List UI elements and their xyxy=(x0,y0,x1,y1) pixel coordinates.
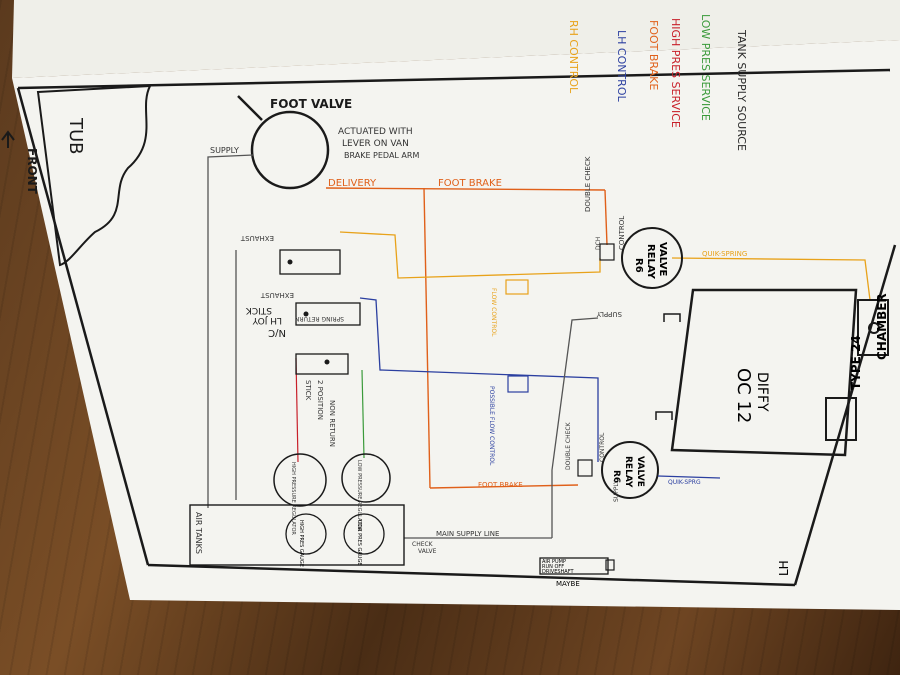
double-check-top-2: DCH xyxy=(595,237,602,250)
tank-gauge-1-label: HIGH PRES GAUGE xyxy=(298,520,304,567)
foot-brake-bottom-label: FOOT BRAKE xyxy=(478,481,523,489)
tub-label: TUB xyxy=(65,117,86,155)
supply-line-gray xyxy=(207,154,254,508)
legend-low-pres: LOW PRES SERVICE xyxy=(699,14,712,121)
maybe-label: MAYBE xyxy=(556,580,580,588)
diffy-label-1: OC 12 xyxy=(733,368,754,423)
air-pump-3: DRIVESHAFT xyxy=(542,569,575,575)
diffy-housing xyxy=(670,288,858,457)
nc-joy-2: LH JOY xyxy=(252,315,282,325)
legend-tank-supply: TANK SUPPLY SOURCE xyxy=(735,29,748,151)
front-label: FRONT xyxy=(25,148,39,195)
tank-gauge-2-label: LOW PRES GAUGE xyxy=(356,520,362,565)
actuated-line-2: LEVER ON VAN xyxy=(342,139,409,149)
regulator-2-label: LOW PRESSURE REGULATOR xyxy=(356,460,362,532)
foot-brake-lines xyxy=(325,187,608,489)
double-check-bottom-valve xyxy=(577,459,593,477)
air-tanks-box xyxy=(189,504,405,566)
brake-chamber-top xyxy=(857,299,889,356)
regulator-1-label: HIGH PRESSURE REGULATOR xyxy=(290,462,296,535)
color-legend: RH CONTROL LH CONTROL FOOT BRAKE HIGH PR… xyxy=(567,14,748,151)
relay-valve-top xyxy=(621,227,683,289)
lh-label: LH xyxy=(777,560,791,576)
tank-gauge-1 xyxy=(285,513,327,555)
low-pressure-line xyxy=(361,369,365,459)
relay-top-2: RELAY xyxy=(645,244,656,280)
paper-top-strip xyxy=(12,0,900,78)
type24-label: TYPE 24 xyxy=(849,335,863,390)
delivery-label: DELIVERY xyxy=(328,178,377,189)
tub-outline xyxy=(36,84,152,267)
air-pump-box xyxy=(539,557,609,575)
supply-top-label: SUPPLY xyxy=(210,146,239,155)
double-check-bot-label: DOUBLE CHECK xyxy=(565,421,572,470)
nc-joy-1: N/C xyxy=(268,327,286,338)
main-supply-label: MAIN SUPPLY LINE xyxy=(436,530,499,538)
non-return-2: 2 POSITION xyxy=(316,380,324,420)
valve-exhaust-1 xyxy=(279,249,341,275)
lh-control-lines xyxy=(359,297,599,462)
paper-sheet xyxy=(12,40,900,610)
legend-foot-brake: FOOT BRAKE xyxy=(647,20,660,90)
flow-control-lh-label: POSSIBLE FLOW CONTROL xyxy=(488,386,495,466)
actuated-line-3: BRAKE PEDAL ARM xyxy=(344,151,419,160)
relay-bot-3: VALVE xyxy=(635,456,645,487)
diagram-border xyxy=(16,68,897,587)
double-check-top-valve xyxy=(599,243,615,261)
actuated-line-1: ACTUATED WITH xyxy=(338,127,413,137)
legend-lh-control: LH CONTROL xyxy=(615,30,628,102)
relay-top-1: R6 xyxy=(633,258,644,273)
exhaust-1-label: EXHAUST xyxy=(240,234,274,242)
non-return-3: STICK xyxy=(304,380,312,401)
brake-chamber-bottom xyxy=(825,397,857,441)
foot-valve-lever xyxy=(237,95,263,121)
double-check-top-1: DOUBLE CHECK xyxy=(584,156,592,212)
flow-control-lh-box xyxy=(507,375,529,393)
relay-top-3: VALVE xyxy=(657,242,668,277)
main-supply-line-path xyxy=(404,317,599,539)
air-pump-nub xyxy=(605,559,615,571)
rh-control-lines xyxy=(339,231,871,301)
valve-non-return xyxy=(295,353,349,375)
non-return-1: NON RETURN xyxy=(328,400,336,447)
quick-spring-bottom-line xyxy=(657,475,721,479)
diffy-label-2: DIFFY xyxy=(754,372,770,412)
air-tanks-label: AIR TANKS xyxy=(194,512,203,554)
check-valve-2: VALVE xyxy=(418,548,437,555)
nc-joy-3: STICK xyxy=(245,305,272,315)
spring-return-label: SPRING RETURN xyxy=(295,315,344,322)
relay-valve-bottom xyxy=(601,441,659,499)
legend-rh-control: RH CONTROL xyxy=(567,20,580,94)
legend-high-pres: HIGH PRES SERVICE xyxy=(669,18,682,128)
low-pressure-regulator xyxy=(341,453,391,503)
control-top-label: CONTROL xyxy=(618,216,626,250)
front-arrow xyxy=(1,130,15,148)
relay-bot-1: R6 xyxy=(611,470,621,483)
clamp-marks xyxy=(655,313,681,420)
flow-control-rh-box xyxy=(505,279,529,295)
quick-spring-top: QUIK-SPRING xyxy=(702,250,747,258)
air-pump-1: AIR PUMP xyxy=(542,559,566,565)
air-pump-2: RUN OFF xyxy=(542,564,564,570)
check-valve-1: CHECK xyxy=(412,541,434,548)
valve-joystick-lh xyxy=(295,302,361,326)
foot-brake-top-label: FOOT BRAKE xyxy=(438,178,502,189)
foot-valve-circle xyxy=(250,110,330,190)
control-bot-label: CONTROL xyxy=(599,432,606,462)
high-pressure-regulator xyxy=(273,453,327,507)
foot-valve-label: FOOT VALVE xyxy=(270,97,352,111)
tank-gauge-2 xyxy=(343,513,385,555)
supply-bot-label: SUPPLY xyxy=(613,480,620,502)
supply-mid-label: SUPPLY xyxy=(596,310,622,318)
exhaust-2-label: EXHAUST xyxy=(260,291,294,299)
relay-bot-2: RELAY xyxy=(623,456,633,488)
chamber-label: CHAMBER xyxy=(875,293,889,360)
high-pressure-line xyxy=(295,357,299,463)
quick-spring-bottom: QUIK-SPRG xyxy=(668,479,701,486)
flow-control-rh-label: FLOW CONTROL xyxy=(490,288,497,337)
